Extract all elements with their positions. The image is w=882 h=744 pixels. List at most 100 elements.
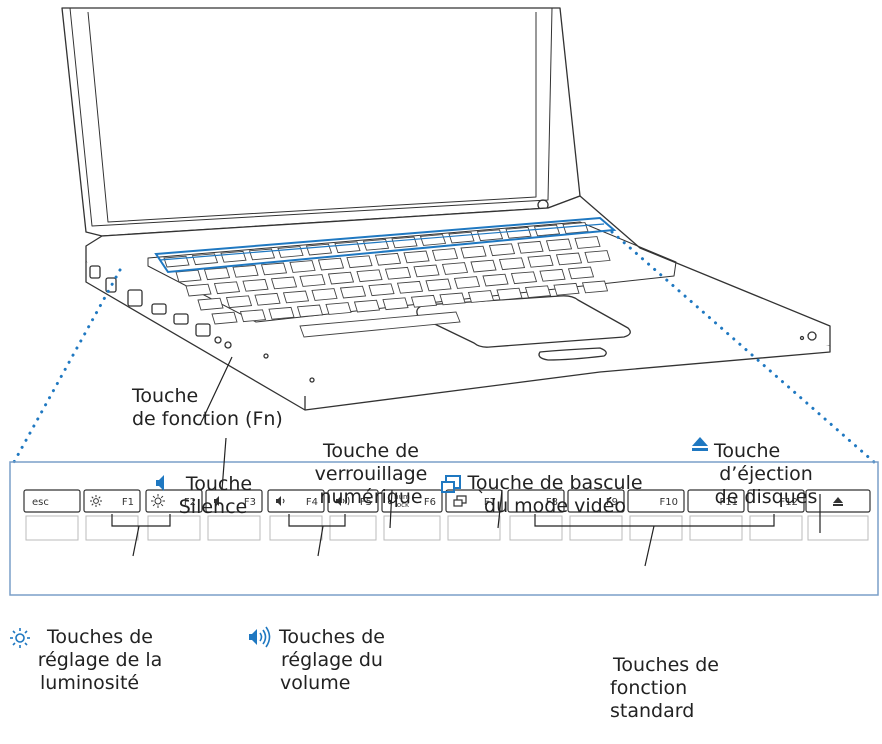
num-lock-label-line1: Touche de xyxy=(322,440,419,462)
key-f1: F1 xyxy=(83,489,141,541)
laptop-key xyxy=(498,257,526,271)
laptop-key xyxy=(545,238,573,252)
laptop-key xyxy=(496,287,523,301)
laptop-key xyxy=(339,285,367,299)
key-f7: F7 xyxy=(445,489,503,541)
laptop-key xyxy=(346,255,373,269)
laptop-key xyxy=(317,257,345,271)
eject-label-line2: d’éjection xyxy=(719,463,813,485)
volume-label-line3: volume xyxy=(280,672,351,694)
key-f10: F10 xyxy=(627,489,685,541)
brightness-label-line3: luminosité xyxy=(40,672,140,694)
brightness-label-line1: Touches de xyxy=(47,626,153,648)
key-f9-label: F9 xyxy=(606,497,618,508)
key-row-frame xyxy=(9,461,879,596)
laptop-key xyxy=(270,276,298,290)
laptop-keyboard-keys xyxy=(163,222,611,338)
num-lock-label-line2: verrouillage xyxy=(314,463,428,485)
standard-fn-label-line2: fonction xyxy=(610,677,688,699)
eject-icon xyxy=(692,437,708,451)
laptop-key xyxy=(555,252,583,266)
volume-up-icon xyxy=(249,626,271,648)
standard-fn-label-line3: standard xyxy=(610,700,695,722)
brightness-high-icon xyxy=(151,494,165,508)
key-f7-ghost xyxy=(447,515,501,541)
laptop-key xyxy=(225,295,253,309)
display-mirror-icon xyxy=(441,475,461,493)
laptop-key xyxy=(470,259,497,273)
key-esc-label: esc xyxy=(32,497,49,508)
laptop-key xyxy=(488,243,516,257)
video-mode-label-line2: du mode vidéo xyxy=(484,495,626,517)
volume-label-line2: réglage du xyxy=(281,649,383,671)
silence-label-line1: Touche xyxy=(185,473,253,495)
key-f1-cap xyxy=(83,489,141,513)
leader-lines xyxy=(111,356,821,567)
key-f2-label: F2 xyxy=(184,497,196,508)
key-f6-ghost xyxy=(383,515,441,541)
standard-fn-label: Touches de fonction standard xyxy=(598,654,734,723)
key-f7-label: F7 xyxy=(484,497,496,508)
laptop-key xyxy=(362,238,390,251)
key-f4-label: F4 xyxy=(306,497,318,508)
display-mirror-icon xyxy=(453,495,467,507)
key-f3: F3 xyxy=(205,489,263,541)
video-mode-label: Touche de bascule du mode vidéo xyxy=(466,472,644,518)
key-f2-ghost xyxy=(147,515,201,541)
fn-key-label-line2: de fonction (Fn) xyxy=(132,408,283,430)
key-f5-label: F5 xyxy=(360,497,372,508)
key-f12-label: F12 xyxy=(780,497,798,508)
eject-label-line3: de disques xyxy=(714,486,818,508)
laptop-key xyxy=(374,252,402,266)
key-f9: F9 xyxy=(567,489,625,541)
laptop-key xyxy=(197,297,224,311)
volume-down-icon xyxy=(276,496,285,506)
volume-up-icon xyxy=(336,496,350,506)
laptop-key xyxy=(356,269,383,283)
laptop-key xyxy=(527,254,554,268)
key-esc-cap xyxy=(23,489,81,513)
laptop-illustration xyxy=(61,7,831,411)
laptop-key xyxy=(232,264,259,278)
fn-key-label-line1: Touche xyxy=(132,385,199,407)
laptop-key xyxy=(453,276,481,289)
key-f11-ghost xyxy=(689,515,743,541)
laptop-key xyxy=(439,292,466,306)
laptop-key xyxy=(327,271,355,285)
key-f2: F2 xyxy=(145,489,203,541)
fn-key-label: Touche de fonction (Fn) xyxy=(132,385,283,431)
num-lock-label: Touche de verrouillage numérique xyxy=(300,440,442,509)
laptop-key xyxy=(368,283,395,297)
key-f6-sub-1: lock xyxy=(395,501,410,509)
key-f11-cap xyxy=(687,489,745,513)
laptop-key xyxy=(410,294,438,308)
laptop-key xyxy=(334,241,361,254)
laptop-key xyxy=(268,306,295,320)
laptop-key xyxy=(574,236,601,249)
key-f8-cap xyxy=(507,489,565,513)
laptop-key xyxy=(539,268,566,282)
laptop-key xyxy=(581,280,609,294)
eject-label: Touche d’éjection de disques xyxy=(696,440,836,509)
laptop-key xyxy=(482,273,509,287)
laptop-key xyxy=(584,250,611,263)
key-f6-sub-0: num xyxy=(394,493,410,501)
laptop-key xyxy=(533,224,561,237)
key-f10-ghost xyxy=(629,515,683,541)
laptop-key xyxy=(175,269,202,283)
laptop-key xyxy=(567,266,595,280)
silence-label-line2: Silence xyxy=(178,496,248,518)
key-esc: esc xyxy=(23,489,81,541)
key-f3-label: F3 xyxy=(244,497,256,508)
laptop-key xyxy=(396,280,424,294)
key-f10-cap xyxy=(627,489,685,513)
laptop-key xyxy=(467,290,495,303)
key-f8-label: F8 xyxy=(546,497,558,508)
key-f4: F4 xyxy=(267,489,325,541)
eject-icon xyxy=(833,497,843,506)
laptop-key xyxy=(211,311,238,325)
function-row-highlight xyxy=(154,216,617,274)
